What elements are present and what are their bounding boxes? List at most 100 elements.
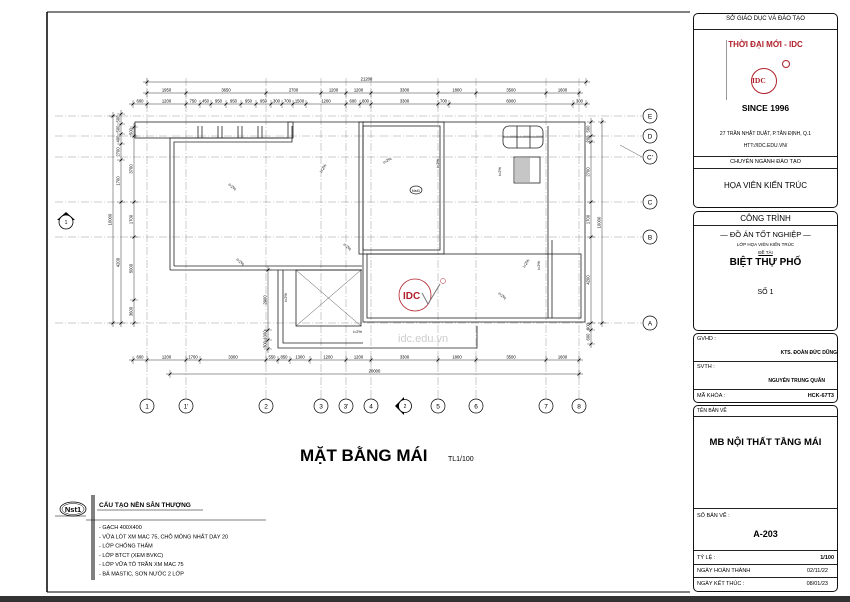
dim-left-outer: 4200 [116,257,121,267]
dim-tick [344,102,348,106]
slope-label: i=2% [353,329,362,334]
section-mark-2-label: 2 [404,404,407,410]
dim-left-inner: 500 [129,127,134,135]
instructor: KTS. ĐOÀN ĐỨC DŨNG [780,350,837,356]
dim-left-total: 10000 [108,213,113,225]
axis-label-2: 2 [264,404,268,411]
dim-tick [119,132,123,136]
instructor-label: GVHD : [697,336,716,342]
dim-tick [369,102,373,106]
drawing-no: A-203 [753,529,778,539]
dim-left-outer: 400 [116,135,121,143]
dim-tick [584,80,588,84]
dim-top-row3: 750 [190,99,198,104]
axis-label-A: A [648,321,653,328]
dim-top-row3: 1500 [295,99,305,104]
idc-watermark-logo: IDC [398,278,446,312]
dim-tick [589,321,593,325]
dim-tick [119,321,123,325]
dim-tick [474,358,478,362]
dim-tick [184,358,188,362]
axis-bubble [430,398,446,414]
dim-tick [184,91,188,95]
axis-label-B: B [648,235,652,242]
dim-tick [308,358,312,362]
axis-bubble [139,398,155,414]
dim-top-row2: 1950 [162,88,172,93]
dim-top-row2: 3650 [221,88,231,93]
ministry: SỞ GIÁO DỤC VÀ ĐÀO TẠO [694,14,837,30]
end: 08/01/23 [806,581,828,587]
axis-label-3: 3 [319,404,323,411]
dim-left-inner: 3600 [129,306,134,316]
logo-text: IDC [403,291,420,302]
dim-tick [319,91,323,95]
dim-tick [254,102,258,106]
axis-bubble [642,108,658,124]
legend-tag: Nst1 [65,505,81,514]
dim-tick [577,372,581,376]
dim-right: 200 [586,135,591,143]
legend-layer: - BẢ MASTIC, SƠN NƯỚC 2 LỚP [99,571,184,578]
dim-bottom-row1: 1200 [323,355,333,360]
dim-tick [589,235,593,239]
dim-tick [119,112,123,116]
dim-tick [119,122,123,126]
dim-tick [264,91,268,95]
student-label: SVTH : [697,364,715,370]
dim-tick [589,328,593,332]
slope-label: i=2% [235,257,245,267]
axis-label-C: C [648,200,653,207]
dim-tick [436,91,440,95]
legend: Nst1 CẤU TẠO NỀN SÂN THƯỢNG - GẠCH 400X4… [55,495,266,580]
dim-tick [145,102,149,106]
dim-top-row2: 1800 [452,88,462,93]
dim-left-outer: 500 [116,125,121,133]
dim-right: 4200 [586,275,591,285]
dim-tick [584,102,588,106]
dim-tick [132,298,136,302]
dim-right: 2700 [586,167,591,177]
dim-bottom-row1: 850 [281,355,289,360]
dim-tick [209,102,213,106]
axis-bubble [178,398,194,414]
axis-bubble [642,315,658,331]
dim-tick [119,142,123,146]
drawing-name: MB NỘI THẤT TẦNG MÁI [694,417,837,509]
slope-label: i=2% [227,182,237,192]
end-label: NGÀY KẾT THÚC : [697,581,745,587]
student: NGUYỄN TRUNG QUÂN [768,378,825,384]
drawing-name-label: TÊN BẢN VẼ [694,406,837,417]
dim-tick [447,102,451,106]
dim-bottom-row1: 1800 [452,355,462,360]
completed-label: NGÀY HOÀN THÀNH [697,568,751,574]
dim-top-row3: 950 [245,99,253,104]
dim-left-outer: 2700 [116,147,121,157]
dim-tick [589,120,593,124]
since: SINCE 1996 [741,103,790,113]
dim-tick [369,358,373,362]
dim-bottom-row1: 600 [137,355,145,360]
topic-label: ĐỀ TÀI [758,250,773,255]
dim-tick [436,102,440,106]
class: LỚP HỌA VIÊN KIẾN TRÚC [736,242,795,247]
dim-tick [358,102,362,106]
dim-tick [145,358,149,362]
dim-right: 900 [586,322,591,330]
slope-label: i=2% [522,258,531,269]
dim-tick [266,328,270,332]
dim-bottom-row1: 550 [269,355,277,360]
dim-tick [577,91,581,95]
floor-tag-ellipse [409,185,423,195]
dim-top-row3: 6000 [506,99,516,104]
dim-tick [280,102,284,106]
axis-bubble [642,128,658,144]
dim-tick [577,358,581,362]
axis-bubble [571,398,587,414]
course: HCK-67T3 [807,393,834,399]
axis-label-8: 8 [577,404,581,411]
dim-top-row3: 600 [350,99,358,104]
dim-bottom-total: 20000 [369,369,381,374]
website: HTT://IDC.EDU.VN/ [743,143,788,149]
